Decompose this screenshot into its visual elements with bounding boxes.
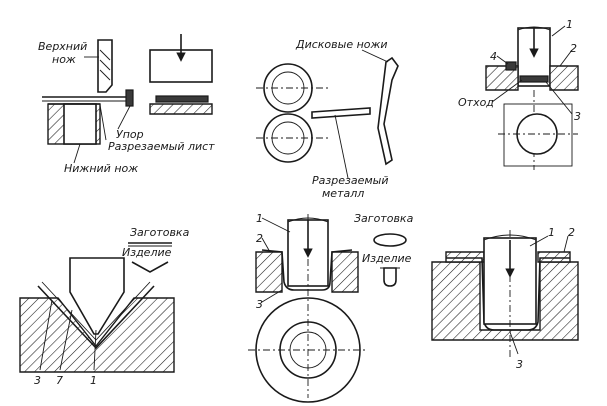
section-upper-box [149,49,213,83]
label-e-blank: Заготовка [354,212,414,225]
label-c-2: 2 [570,42,577,55]
panel-disc-knives: Дисковые ножи Разрезаемый металл [256,38,399,200]
waste-strip [519,75,549,83]
panel-shearing: Верхний нож Упор Разрезаемый лист Нижний… [38,34,215,175]
label-e-1: 1 [256,212,263,225]
label-metal-line2: металл [322,187,364,200]
panel-deep-drawing: 1 2 3 [431,226,579,371]
panel-blanking: 1 2 4 3 Отход [458,18,581,170]
panel-drawing: 1 2 3 Заготовка Изделие [248,212,414,403]
stop-block [125,89,134,107]
label-stop: Упор [116,128,144,141]
label-lower-knife: Нижний нож [64,162,138,175]
label-metal-line1: Разрезаемый [312,174,388,187]
label-disc-knives: Дисковые ножи [295,38,388,51]
label-e-3: 3 [256,298,263,311]
stripper-4 [505,61,517,71]
blank-disc-icon [373,233,407,247]
disc-profile [377,56,399,166]
label-c-4: 4 [490,50,497,63]
label-d-7: 7 [56,374,63,387]
label-c-3: 3 [574,110,581,123]
label-f-2: 2 [568,226,575,239]
v-punch [69,257,125,335]
product-icon [131,261,169,273]
label-f-1: 1 [548,226,555,239]
product-cup-icon [383,267,397,287]
label-c-1: 1 [566,18,573,31]
upper-knife-shape [97,39,113,93]
section-strip [155,95,209,103]
label-d-1: 1 [90,374,97,387]
label-upper-knife-line1: Верхний [38,40,87,53]
panel-v-bending: Заготовка Изделие 3 7 1 [19,226,190,387]
label-upper-knife-line2: нож [52,53,76,66]
bent-blank [37,285,155,350]
label-sheet: Разрезаемый лист [108,140,215,153]
label-d-blank: Заготовка [130,226,190,239]
label-e-2: 2 [256,232,263,245]
label-f-3: 3 [516,358,523,371]
label-d-3: 3 [34,374,41,387]
plan-view-box [503,103,573,167]
label-d-product: Изделие [122,246,172,259]
metal-strip [311,107,371,119]
label-e-product: Изделие [362,252,412,265]
label-waste: Отход [458,96,494,109]
